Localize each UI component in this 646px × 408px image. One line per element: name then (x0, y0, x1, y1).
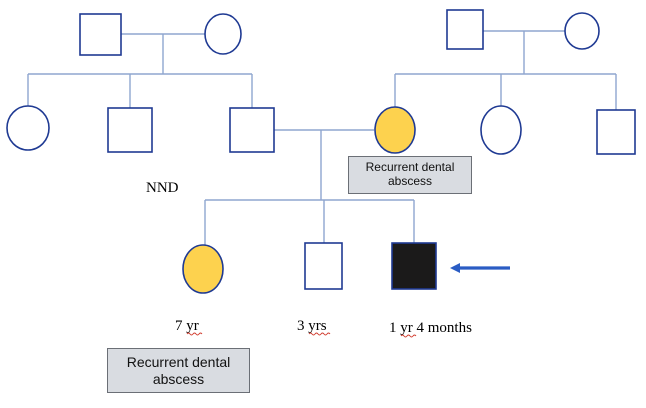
mother-circle-affected (374, 106, 416, 154)
pedigree-lines (27, 30, 617, 245)
spellcheck-underline (186, 332, 203, 336)
note-line: Recurrent dental (365, 160, 455, 175)
maternal-grandfather-square (446, 9, 484, 50)
child2-square (304, 242, 343, 290)
paternal-grandmother-circle (204, 13, 242, 55)
child3-age-label: 1 yr 4 months (389, 320, 472, 336)
spellcheck-underline (400, 334, 417, 338)
maternal-uncle-square (596, 109, 636, 155)
proband-square-affected (391, 242, 437, 290)
spellcheck-underline (308, 332, 331, 336)
maternal-grandmother-circle (564, 12, 600, 50)
paternal-grandfather-square (79, 13, 122, 56)
child1-condition-note: Recurrent dental abscess (107, 348, 250, 393)
note-line: Recurrent dental (126, 354, 231, 371)
paternal-uncle-square (107, 107, 153, 153)
note-line: abscess (152, 370, 205, 387)
child2-age-label: 3 yrs (297, 318, 327, 334)
nnd-label: NND (146, 180, 179, 196)
child1-age-label: 7 yr (175, 318, 199, 334)
child1-circle-affected (182, 244, 224, 294)
mother-condition-note: Recurrent dental abscess (348, 156, 472, 194)
maternal-aunt-circle (480, 105, 522, 155)
note-line: abscess (387, 174, 433, 188)
father-square (229, 107, 275, 153)
paternal-aunt-circle (6, 105, 50, 151)
